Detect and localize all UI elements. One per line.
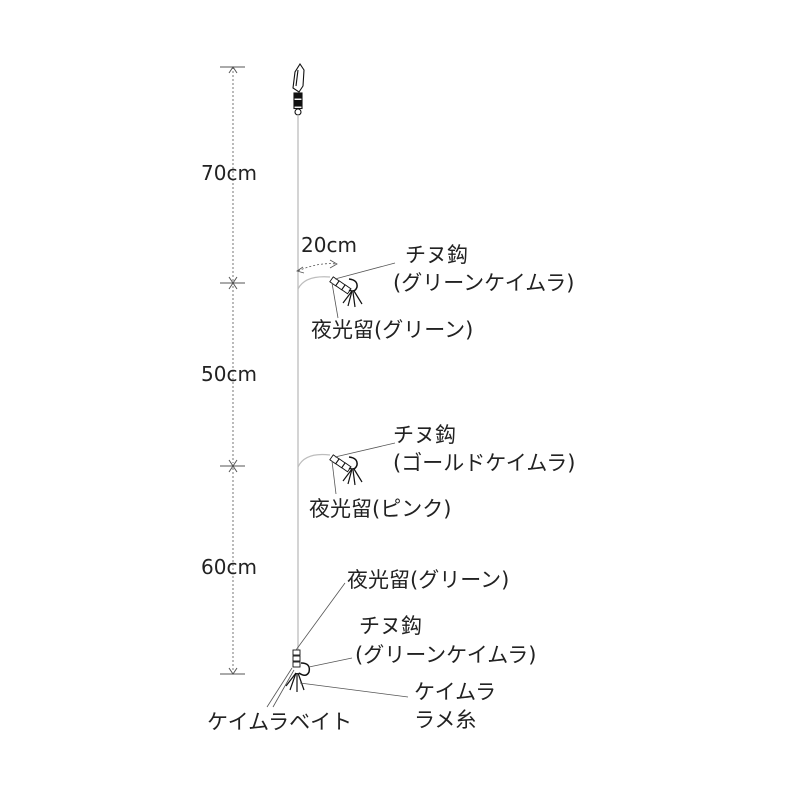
bead-icon bbox=[329, 276, 352, 295]
leader-lines bbox=[331, 262, 396, 319]
branch-1-hook-name: チヌ鈎 bbox=[405, 243, 468, 267]
bead-icon bbox=[329, 454, 352, 473]
branch-2-hook-name: チヌ鈎 bbox=[393, 423, 456, 447]
branch-length-arrow bbox=[296, 259, 338, 274]
hook-icon bbox=[298, 662, 311, 676]
branch-1-bead: 夜光留(グリーン) bbox=[311, 318, 473, 342]
branch-1-hook-color: (グリーンケイムラ) bbox=[393, 271, 574, 295]
leader-lines bbox=[331, 442, 396, 495]
hook-icon bbox=[348, 278, 358, 292]
thread-tuft-icon bbox=[342, 468, 363, 486]
dim-label-20cm: 20cm bbox=[301, 233, 357, 257]
bottom-bead: 夜光留(グリーン) bbox=[347, 568, 509, 592]
branch-1 bbox=[297, 262, 396, 319]
branch-2-line bbox=[297, 453, 331, 468]
dim-label-70cm: 70cm bbox=[201, 161, 257, 185]
hook-icon bbox=[348, 456, 358, 470]
branch-2-bead: 夜光留(ピンク) bbox=[309, 497, 451, 521]
dim-label-60cm: 60cm bbox=[201, 555, 257, 579]
branch-2-hook-color: (ゴールドケイムラ) bbox=[393, 451, 576, 475]
bottom-terminal bbox=[266, 582, 409, 708]
bottom-bait: ケイムラベイト bbox=[207, 710, 352, 734]
bottom-thread-line1: ケイムラ bbox=[414, 680, 496, 704]
branch-2 bbox=[297, 442, 396, 495]
thread-tuft-icon bbox=[285, 672, 305, 692]
thread-tuft-icon bbox=[342, 290, 363, 308]
bead-icon bbox=[292, 649, 301, 668]
dim-label-50cm: 50cm bbox=[201, 362, 257, 386]
branch-1-line bbox=[297, 276, 331, 290]
bottom-thread-line2: ラメ糸 bbox=[414, 708, 476, 732]
leader-lines bbox=[266, 582, 409, 708]
swivel-icon bbox=[292, 62, 305, 116]
bottom-hook-color: (グリーンケイムラ) bbox=[355, 643, 536, 667]
dimension-ticks bbox=[220, 66, 245, 675]
bottom-hook-name: チヌ鈎 bbox=[359, 614, 422, 638]
